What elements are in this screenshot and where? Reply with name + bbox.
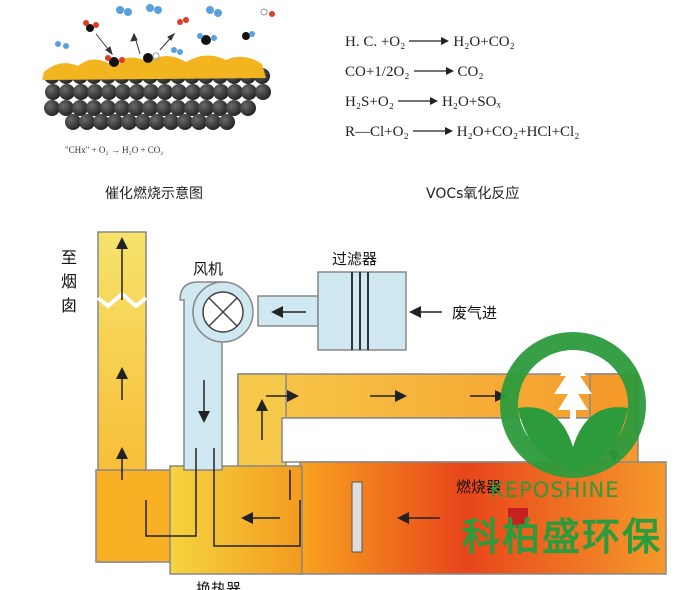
support-sphere <box>185 84 201 100</box>
exchanger-label: 换热器 <box>196 580 242 590</box>
reaction-rhs: CO₂ <box>457 64 484 80</box>
fan-label: 风机 <box>193 260 224 278</box>
chimney-label: 至烟囱 <box>60 248 77 315</box>
support-sphere <box>121 114 137 130</box>
support-sphere <box>86 100 102 116</box>
support-sphere <box>65 114 81 130</box>
support-sphere <box>191 114 207 130</box>
support-sphere <box>143 84 159 100</box>
support-sphere <box>226 100 242 116</box>
chimney-duct <box>95 231 177 563</box>
support-sphere <box>212 100 228 116</box>
support-sphere <box>115 84 131 100</box>
support-sphere <box>205 114 221 130</box>
support-sphere <box>107 114 123 130</box>
exchanger-flow-paths <box>145 448 301 547</box>
filter-label: 过滤器 <box>332 250 378 268</box>
support-sphere <box>79 114 95 130</box>
reaction-lhs: H. C. +O₂ <box>345 34 406 50</box>
support-sphere <box>156 100 172 116</box>
catalyst-reaction-equation: "CHx" + O₂ → H₂O + CO₂ <box>65 145 164 155</box>
catalyst-caption: 催化燃烧示意图 <box>105 186 203 202</box>
inlet-label: 废气进 <box>452 304 498 322</box>
heat-exchanger <box>169 465 303 575</box>
reaction-line: H. C. +O₂ H₂O+CO₂ <box>345 34 515 51</box>
brand-logo-icon <box>500 332 646 478</box>
filter-icon <box>317 271 407 351</box>
reaction-rhs: H₂O+CO₂+HCl+Cl₂ <box>456 124 580 140</box>
reaction-line: R—Cl+O₂ H₂O+CO₂+HCl+Cl₂ <box>345 124 579 141</box>
catalyst-coating <box>42 55 266 80</box>
support-sphere <box>163 114 179 130</box>
support-sphere <box>59 84 75 100</box>
support-sphere <box>73 84 89 100</box>
fan-icon <box>192 281 254 343</box>
brand-name-en: KEPOSHINE <box>490 478 620 502</box>
support-sphere <box>171 84 187 100</box>
support-sphere <box>199 84 215 100</box>
support-sphere <box>101 84 117 100</box>
support-sphere <box>157 84 173 100</box>
support-sphere <box>198 100 214 116</box>
burner-grid <box>351 481 363 553</box>
support-sphere <box>170 100 186 116</box>
burner-nozzle <box>508 508 528 528</box>
reaction-line: CO+1/2O₂ CO₂ <box>345 64 484 81</box>
reaction-lhs: R—Cl+O₂ <box>345 124 409 140</box>
burner-label: 燃烧器 <box>456 478 502 496</box>
support-sphere <box>213 84 229 100</box>
brand-name-cn: 科柏盛环保 <box>462 515 663 559</box>
reaction-arrow-icon <box>412 124 453 141</box>
reaction-lhs: CO+1/2O₂ <box>345 64 410 80</box>
support-sphere <box>255 84 271 100</box>
reaction-rhs: H₂O+CO₂ <box>453 34 515 50</box>
support-sphere <box>87 84 103 100</box>
support-sphere <box>44 100 60 116</box>
vocs-caption: VOCs氧化反应 <box>426 186 520 202</box>
support-sphere <box>129 84 145 100</box>
support-sphere <box>45 84 61 100</box>
support-sphere <box>100 100 116 116</box>
support-sphere <box>128 100 144 116</box>
support-sphere <box>149 114 165 130</box>
reaction-lhs: H₂S+O₂ <box>345 94 394 110</box>
reaction-arrow-icon <box>409 34 450 51</box>
reaction-arrow-icon <box>397 94 438 111</box>
support-sphere <box>135 114 151 130</box>
reaction-arrow-icon <box>413 64 454 81</box>
support-sphere <box>241 84 257 100</box>
reaction-line: H₂S+O₂ H₂O+SOₓ <box>345 94 501 111</box>
support-sphere <box>93 114 109 130</box>
support-sphere <box>114 100 130 116</box>
support-sphere <box>72 100 88 116</box>
support-sphere <box>240 100 256 116</box>
support-sphere <box>219 114 235 130</box>
molecules <box>55 4 275 67</box>
support-sphere <box>177 114 193 130</box>
catalyst-schematic <box>42 4 275 130</box>
support-sphere <box>184 100 200 116</box>
support-sphere <box>142 100 158 116</box>
support-sphere <box>58 100 74 116</box>
reaction-rhs: H₂O+SOₓ <box>441 94 501 110</box>
support-sphere <box>227 84 243 100</box>
reaction-arrows <box>95 32 176 56</box>
